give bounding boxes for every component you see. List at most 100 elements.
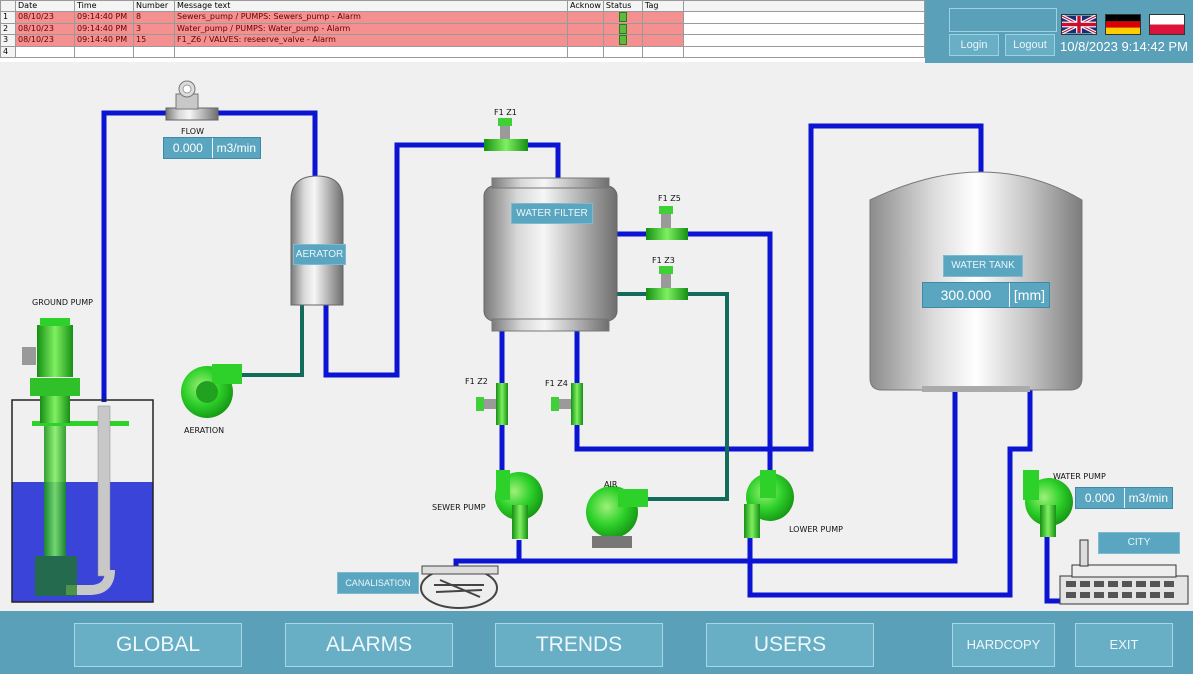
acknow-header[interactable]: Acknow: [567, 0, 604, 12]
login-button[interactable]: Login: [949, 34, 999, 56]
valve-z1-icon: [484, 118, 528, 151]
row-number: 3: [133, 22, 175, 35]
row-tag: [641, 22, 684, 35]
tag-header[interactable]: Tag: [641, 0, 684, 12]
aeration-blower-icon: [181, 364, 242, 418]
valve-z3-icon: [646, 266, 688, 300]
row-number: 8: [133, 11, 175, 24]
row-date: 08/10/23: [15, 22, 75, 35]
logout-button[interactable]: Logout: [1005, 34, 1055, 56]
row-date: 08/10/23: [15, 11, 75, 24]
water-tank-level-display: 300.000 [mm]: [922, 282, 1050, 308]
valve-z4-label: F1 Z4: [545, 379, 568, 388]
table-row[interactable]: 2 08/10/23 09:14:40 PM 3 Water_pump / PU…: [0, 22, 926, 35]
row-message: Water_pump / PUMPS: Water_pump - Alarm: [174, 22, 568, 35]
aerator-label[interactable]: AERATOR: [293, 244, 346, 265]
row-tag: [641, 11, 684, 24]
valve-z5-label: F1 Z5: [658, 194, 681, 203]
alarms-button[interactable]: ALARMS: [285, 623, 453, 667]
water-pump-value: 0.000: [1076, 488, 1125, 508]
row-acknow: [567, 11, 604, 24]
row-acknow: [567, 45, 604, 58]
users-button[interactable]: USERS: [706, 623, 874, 667]
status-header[interactable]: Status: [602, 0, 643, 12]
message-header[interactable]: Message text: [174, 0, 568, 12]
status-icon: [618, 23, 627, 34]
water-tank: [869, 171, 1083, 392]
filler-header: [682, 0, 926, 12]
datetime-display: 10/8/2023 9:14:42 PM: [1060, 39, 1188, 54]
row-message: [174, 45, 568, 58]
row-number: [133, 45, 175, 58]
sewer-pump-icon: [495, 470, 543, 539]
lower-pump-label: LOWER PUMP: [789, 525, 843, 534]
water-filter-tank: [483, 177, 618, 332]
row-index: 2: [0, 22, 16, 35]
row-message: Sewers_pump / PUMPS: Sewers_pump - Alarm: [174, 11, 568, 24]
valve-z2-label: F1 Z2: [465, 377, 488, 386]
row-filler: [682, 45, 926, 58]
ground-pump-label: GROUND PUMP: [32, 298, 94, 307]
water-tank-value: 300.000: [923, 283, 1010, 307]
valve-z4-icon: [551, 383, 583, 425]
air-blower-icon: [586, 486, 648, 548]
user-display: [949, 8, 1057, 32]
lower-pump-icon: [744, 470, 794, 538]
row-message: F1_Z6 / VALVES: reseerve_valve - Alarm: [174, 34, 568, 47]
valve-z3-label: F1 Z3: [652, 256, 675, 265]
row-filler: [682, 11, 926, 24]
row-time: [74, 45, 134, 58]
canalisation-basin-icon: [420, 565, 499, 609]
water-pump-unit: m3/min: [1128, 491, 1168, 505]
water-pump-label: WATER PUMP: [1053, 472, 1106, 481]
row-time: 09:14:40 PM: [74, 11, 134, 24]
row-time: 09:14:40 PM: [74, 22, 134, 35]
valve-z2-icon: [476, 383, 508, 425]
air-label: AIR: [604, 480, 618, 489]
aeration-label: AERATION: [184, 426, 225, 435]
global-button[interactable]: GLOBAL: [74, 623, 242, 667]
row-number: 15: [133, 34, 175, 47]
header-panel: Login Logout 10/8/2023 9:14:42 PM: [925, 0, 1193, 63]
row-acknow: [567, 34, 604, 47]
flow-label: FLOW: [181, 127, 204, 136]
status-icon: [618, 35, 627, 45]
row-status: [602, 11, 643, 24]
city-factory-icon: [1059, 539, 1189, 605]
row-time: 09:14:40 PM: [74, 34, 134, 47]
water-filter-label[interactable]: WATER FILTER: [511, 203, 593, 224]
water-tank-unit: [mm]: [1013, 287, 1045, 303]
water-pump-flow-display: 0.000 m3/min: [1075, 487, 1173, 509]
canalisation-label[interactable]: CANALISATION: [337, 572, 419, 594]
row-status: [602, 22, 643, 35]
flow-value: 0.000: [164, 138, 213, 158]
polish-flag-icon[interactable]: [1149, 14, 1185, 35]
exit-button[interactable]: EXIT: [1075, 623, 1173, 667]
date-header[interactable]: Date: [15, 0, 75, 12]
german-flag-icon[interactable]: [1105, 14, 1141, 35]
alarm-table: Date Time Number Message text Acknow Sta…: [0, 0, 926, 62]
sewer-pump-label: SEWER PUMP: [432, 503, 486, 512]
row-date: 08/10/23: [15, 34, 75, 47]
water-tank-label[interactable]: WATER TANK: [943, 255, 1023, 277]
teal-pipes: [240, 292, 729, 501]
row-date: [15, 45, 75, 58]
table-row[interactable]: 4: [0, 45, 926, 58]
table-row[interactable]: 1 08/10/23 09:14:40 PM 8 Sewers_pump / P…: [0, 11, 926, 24]
table-row[interactable]: 3 08/10/23 09:14:40 PM 15 F1_Z6 / VALVES…: [0, 34, 926, 47]
flow-meter-icon: [165, 80, 219, 121]
trends-button[interactable]: TRENDS: [495, 623, 663, 667]
row-filler: [682, 22, 926, 35]
water-pump-icon: [1023, 470, 1073, 537]
row-index: 4: [0, 45, 16, 58]
english-flag-icon[interactable]: [1061, 14, 1097, 35]
hardcopy-button[interactable]: HARDCOPY: [952, 623, 1055, 667]
status-icon: [618, 12, 627, 22]
city-label[interactable]: CITY: [1098, 532, 1180, 554]
row-index: 1: [0, 11, 16, 24]
number-header[interactable]: Number: [133, 0, 175, 12]
row-acknow: [567, 22, 604, 35]
time-header[interactable]: Time: [74, 0, 134, 12]
bottom-navigation: GLOBAL ALARMS TRENDS USERS HARDCOPY EXIT: [0, 611, 1193, 674]
row-status: [602, 45, 643, 58]
